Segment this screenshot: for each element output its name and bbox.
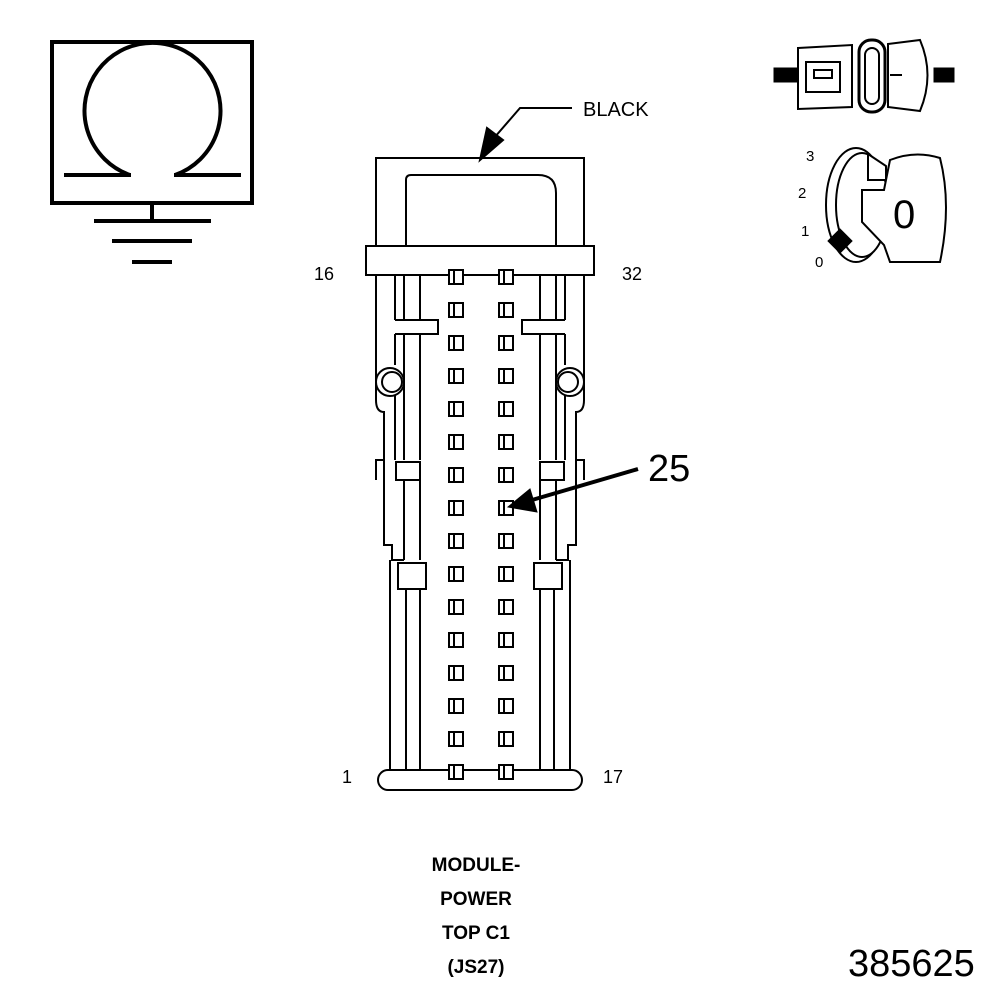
terminal-cavity [498,302,514,318]
terminal-cavity [498,434,514,450]
terminal-cavity [498,632,514,648]
pin-label-bottom-right: 17 [603,767,624,787]
terminal-cavity [448,599,464,615]
callout-pin-number: 25 [648,448,691,490]
connector-unplugged-icon [773,38,955,114]
ohm-meter-ground-icon [50,40,254,264]
title-line-2: POWER [440,889,512,910]
ignition-position-0: 0 [815,254,824,271]
terminal-cavity [498,467,514,483]
ignition-position-1: 1 [801,223,810,240]
terminal-cavity [448,764,464,780]
terminal-cavity [448,500,464,516]
ignition-position-2: 2 [798,185,807,202]
terminal-cavity [448,533,464,549]
terminal-cavity [448,335,464,351]
terminal-cavity [448,401,464,417]
terminal-cavity [448,698,464,714]
connector-color-label: BLACK [583,99,649,121]
ignition-position-3: 3 [806,148,815,165]
terminal-cavity [498,599,514,615]
terminal-cavity [498,269,514,285]
figure-number: 385625 [848,943,975,985]
terminal-cavity [448,632,464,648]
terminal-cavity [448,368,464,384]
terminal-cavity [448,731,464,747]
terminal-cavity [498,335,514,351]
terminal-cavity [498,566,514,582]
terminal-cavity [498,401,514,417]
ignition-key-off-icon [825,147,947,263]
terminal-cavity [498,731,514,747]
terminal-cavity [498,665,514,681]
title-line-1: MODULE- [431,855,521,876]
pin-label-top-right: 32 [622,264,643,284]
pin-label-bottom-left: 1 [342,767,353,787]
terminal-cavity [448,269,464,285]
connector-body [365,157,595,791]
terminal-cavity [448,665,464,681]
terminal-cavity [498,368,514,384]
terminal-cavities [448,269,514,780]
ignition-key-label: 0 [893,193,916,237]
terminal-cavity [448,566,464,582]
terminal-cavity [498,533,514,549]
terminal-cavity [448,302,464,318]
terminal-cavity [448,434,464,450]
black-label-leader [478,107,572,163]
terminal-cavity [498,698,514,714]
terminal-cavity [498,764,514,780]
title-line-3: TOP C1 [442,923,510,944]
terminal-cavity [448,467,464,483]
title-line-4: (JS27) [447,957,505,978]
pin-25-arrow [506,467,639,513]
pin-label-top-left: 16 [314,264,335,284]
